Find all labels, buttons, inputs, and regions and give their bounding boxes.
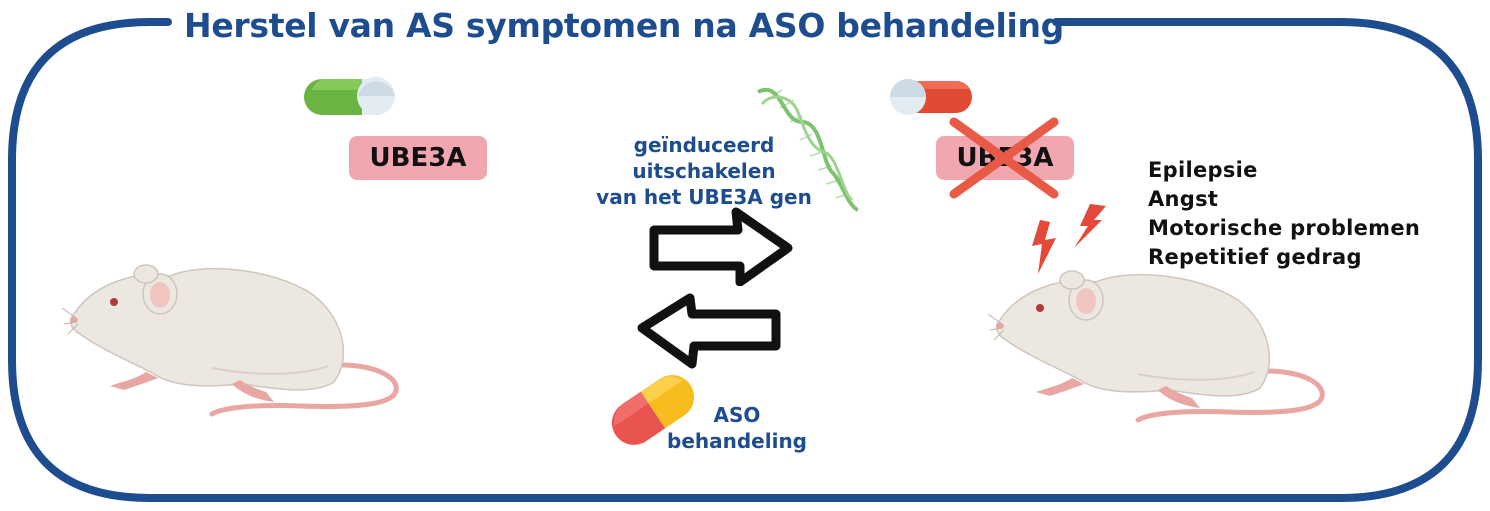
symptom-item: Epilepsie — [1148, 158, 1258, 182]
knockdown-text: geïnduceerd uitschakelen van het UBE3A g… — [584, 132, 824, 210]
arrow-right-icon — [649, 207, 793, 286]
knockdown-line-1: geïnduceerd — [633, 133, 775, 157]
diagram-title: Herstel van AS symptomen na ASO behandel… — [184, 6, 1064, 45]
treatment-line-2: behandeling — [667, 429, 807, 453]
red-capsule-icon — [890, 79, 972, 115]
aso-capsule-icon — [611, 375, 695, 445]
symptom-item: Motorische problemen — [1148, 216, 1421, 240]
symptoms-list: Epilepsie Angst Motorische problemen Rep… — [1148, 156, 1420, 272]
lightning-icon — [1074, 204, 1106, 248]
ube3a-label-left: UBE3A — [349, 136, 487, 180]
cross-out-icon — [949, 117, 1059, 199]
green-capsule-icon — [304, 77, 395, 115]
knockdown-line-3: van het UBE3A gen — [596, 185, 812, 209]
treatment-line-1: ASO — [713, 403, 761, 427]
dna-helix-icon — [757, 87, 860, 212]
knockdown-line-2: uitschakelen — [632, 159, 776, 183]
mouse-icon — [62, 264, 399, 417]
lightning-icon — [1032, 220, 1056, 274]
arrow-left-icon — [637, 293, 781, 369]
symptom-item: Angst — [1148, 187, 1219, 211]
symptom-item: Repetitief gedrag — [1148, 245, 1362, 269]
mouse-icon — [988, 270, 1325, 423]
treatment-text: ASO behandeling — [662, 402, 812, 454]
